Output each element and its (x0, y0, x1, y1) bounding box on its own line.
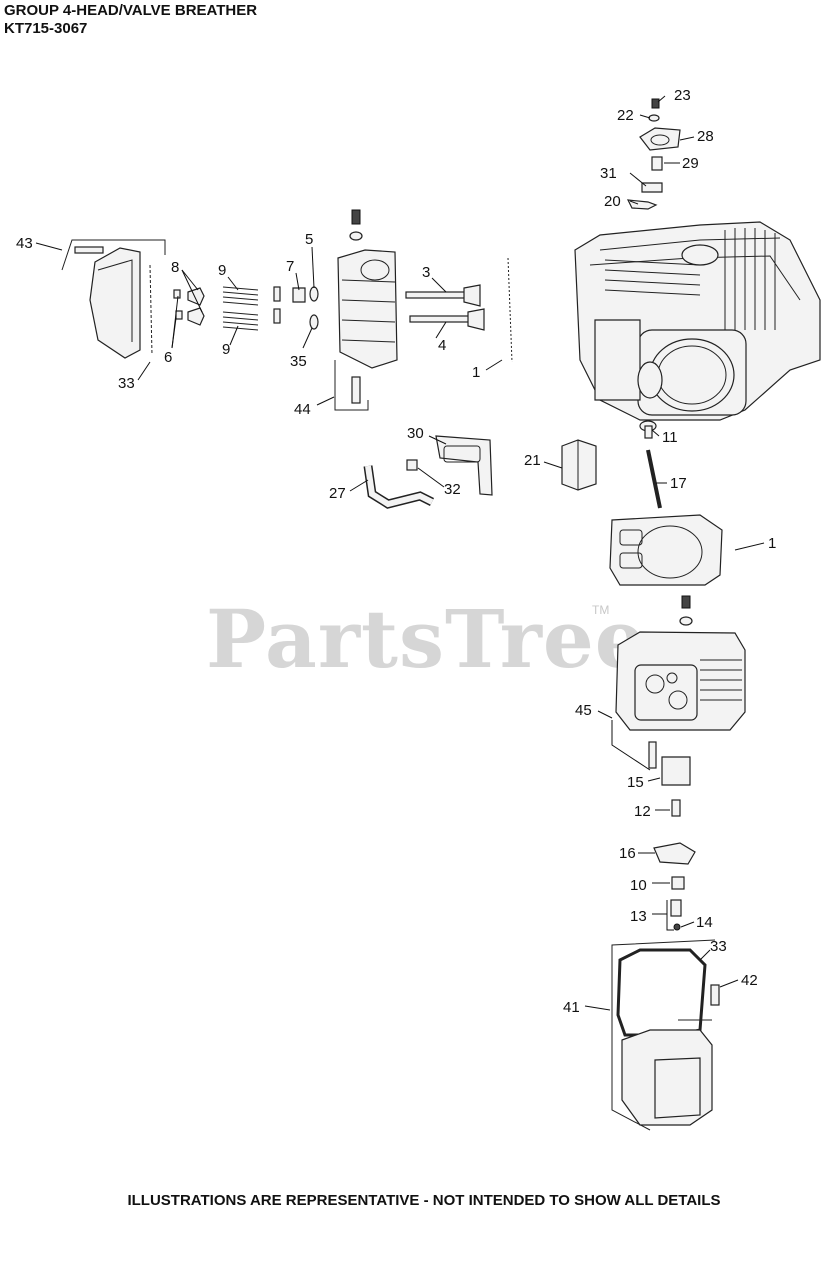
cylinder-head-side[interactable] (334, 209, 398, 411)
valve-springs-retainers[interactable] (173, 286, 319, 331)
callout-1-right: 1 (768, 535, 776, 552)
leader-lines (35, 95, 765, 1011)
callout-31: 31 (600, 165, 617, 182)
callout-22: 22 (617, 107, 634, 124)
page-title: GROUP 4-HEAD/VALVE BREATHER (4, 2, 258, 19)
callout-42: 42 (741, 972, 758, 989)
watermark-trademark: TM (592, 603, 610, 617)
valve-cover-assembly[interactable] (611, 939, 720, 1131)
callout-17: 17 (670, 475, 687, 492)
callout-45: 45 (575, 702, 592, 719)
callout-1-left: 1 (472, 364, 480, 381)
callout-23: 23 (674, 87, 691, 104)
callout-16: 16 (619, 845, 636, 862)
crankcase-illustration[interactable] (574, 221, 821, 421)
model-number: KT715-3067 (4, 20, 88, 37)
callout-12: 12 (634, 803, 651, 820)
callout-8: 8 (171, 259, 179, 276)
lifter-and-pushrod[interactable] (639, 420, 662, 509)
callout-15: 15 (627, 774, 644, 791)
callout-41: 41 (563, 999, 580, 1016)
upper-small-parts[interactable] (626, 98, 681, 210)
callout-20: 20 (604, 193, 621, 210)
callout-29: 29 (682, 155, 699, 172)
callout-30: 30 (407, 425, 424, 442)
callout-14: 14 (696, 914, 713, 931)
callout-43: 43 (16, 235, 33, 252)
callout-35: 35 (290, 353, 307, 370)
callout-13: 13 (630, 908, 647, 925)
valves[interactable] (405, 257, 513, 363)
callout-6: 6 (164, 349, 172, 366)
callout-7: 7 (286, 258, 294, 275)
callout-3: 3 (422, 264, 430, 281)
callout-4: 4 (438, 337, 446, 354)
rocker-parts[interactable] (648, 741, 696, 931)
callout-labels: 43 8 6 33 9 9 7 5 35 44 3 4 1 23 22 28 2… (16, 87, 776, 1016)
cylinder-head[interactable] (615, 595, 746, 731)
breather-cover[interactable] (61, 239, 166, 359)
callout-27: 27 (329, 485, 346, 502)
callout-28: 28 (697, 128, 714, 145)
callout-9-bottom: 9 (222, 341, 230, 358)
callout-10: 10 (630, 877, 647, 894)
watermark-logo: PartsTree (206, 592, 647, 686)
air-filter-block[interactable] (561, 439, 597, 491)
breather-gasket-hose[interactable] (363, 435, 493, 509)
callout-21: 21 (524, 452, 541, 469)
callout-11: 11 (662, 429, 678, 446)
disclaimer-footer: ILLUSTRATIONS ARE REPRESENTATIVE - NOT I… (127, 1192, 721, 1209)
callout-32: 32 (444, 481, 461, 498)
head-gasket[interactable] (609, 514, 723, 586)
callout-9-top: 9 (218, 262, 226, 279)
callout-33-left: 33 (118, 375, 135, 392)
callout-33-right: 33 (710, 938, 727, 955)
callout-5: 5 (305, 231, 313, 248)
callout-44: 44 (294, 401, 311, 418)
